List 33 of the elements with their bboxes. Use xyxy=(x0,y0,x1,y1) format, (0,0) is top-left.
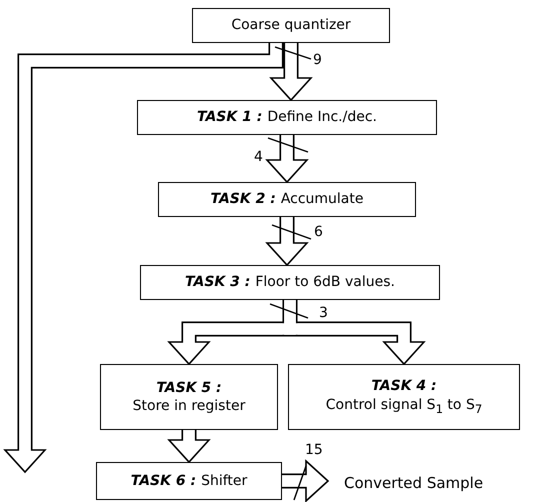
process-box xyxy=(288,364,520,430)
process-box xyxy=(96,462,282,500)
block-arrow xyxy=(270,43,312,101)
task-label: TASK 1 : xyxy=(197,108,262,127)
task-label: TASK 5 : xyxy=(156,378,222,397)
block-arrow xyxy=(266,217,308,266)
block-label: Coarse quantizer xyxy=(231,16,351,35)
task-label: TASK 4 : xyxy=(371,377,437,396)
edge-label: 15 xyxy=(304,443,324,457)
block-arrow xyxy=(282,300,425,365)
feedback-block-arrow xyxy=(4,43,284,473)
block-arrow xyxy=(168,430,210,463)
process-box xyxy=(192,8,390,43)
process-box xyxy=(140,265,440,300)
output-label: Converted Sample xyxy=(344,474,484,494)
task-description: Define Inc./dec. xyxy=(267,108,377,127)
process-box xyxy=(158,182,416,217)
edge-label: 9 xyxy=(312,53,323,67)
task-label: TASK 3 : xyxy=(185,273,250,292)
task-description: Accumulate xyxy=(280,190,364,209)
task-label: TASK 2 : xyxy=(210,190,276,209)
edge-label: 4 xyxy=(253,150,264,164)
task-description: Shifter xyxy=(201,472,248,490)
process-box xyxy=(137,100,437,135)
task-description: Store in register xyxy=(132,397,246,416)
task-description: Control signal S$_{1}$ to S$_{7}$ xyxy=(326,396,482,417)
edge-label: 6 xyxy=(313,225,324,239)
task-label: TASK 6 : xyxy=(130,472,196,490)
block-arrow xyxy=(266,135,308,183)
block-arrow xyxy=(282,460,329,502)
task-description: Floor to 6dB values. xyxy=(255,273,395,292)
edge-label: 3 xyxy=(318,306,329,320)
process-box xyxy=(100,364,278,430)
